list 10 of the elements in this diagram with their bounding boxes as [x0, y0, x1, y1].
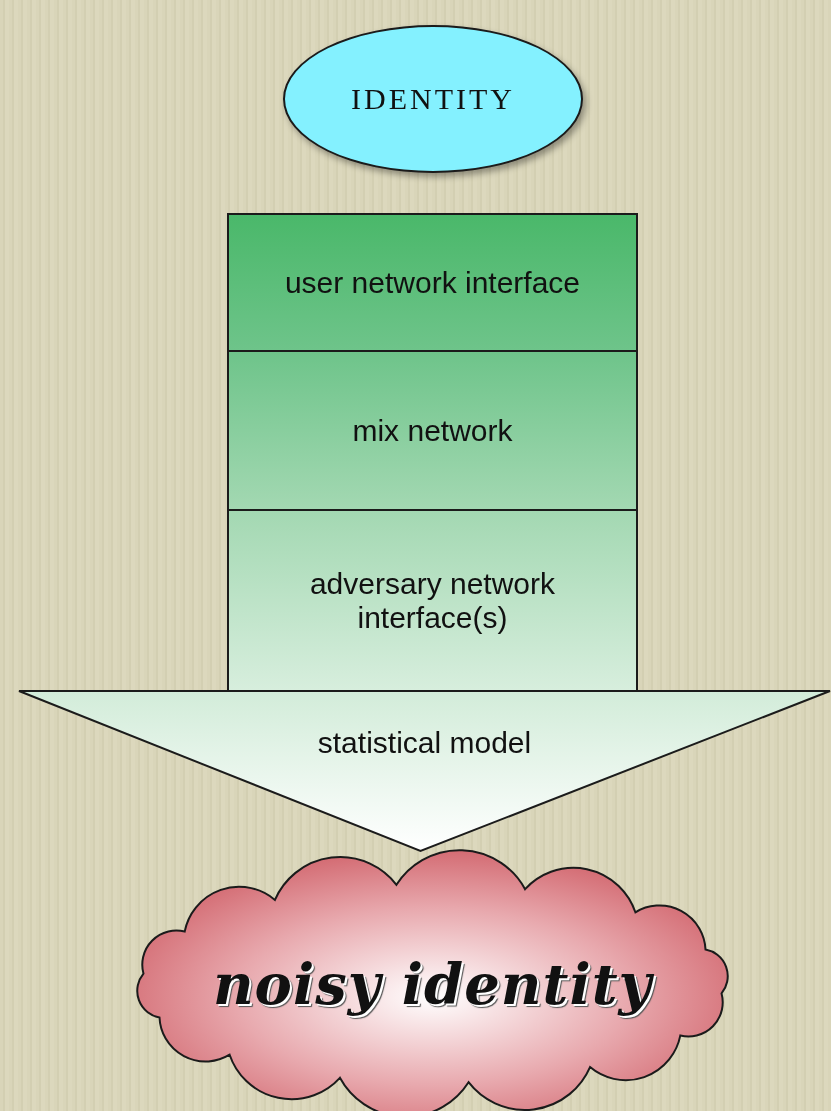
ellipse-node	[283, 25, 583, 173]
node-label: noisy identity	[212, 950, 653, 1017]
layer-box	[227, 213, 638, 352]
layer-box	[227, 350, 638, 511]
node-label: IDENTITY	[351, 82, 515, 116]
node-label: statistical model	[317, 725, 532, 760]
node-label: adversary network interface(s)	[308, 566, 557, 635]
node-label: user network interface	[283, 265, 582, 300]
layer-box	[227, 509, 638, 692]
node-label: mix network	[351, 413, 514, 448]
